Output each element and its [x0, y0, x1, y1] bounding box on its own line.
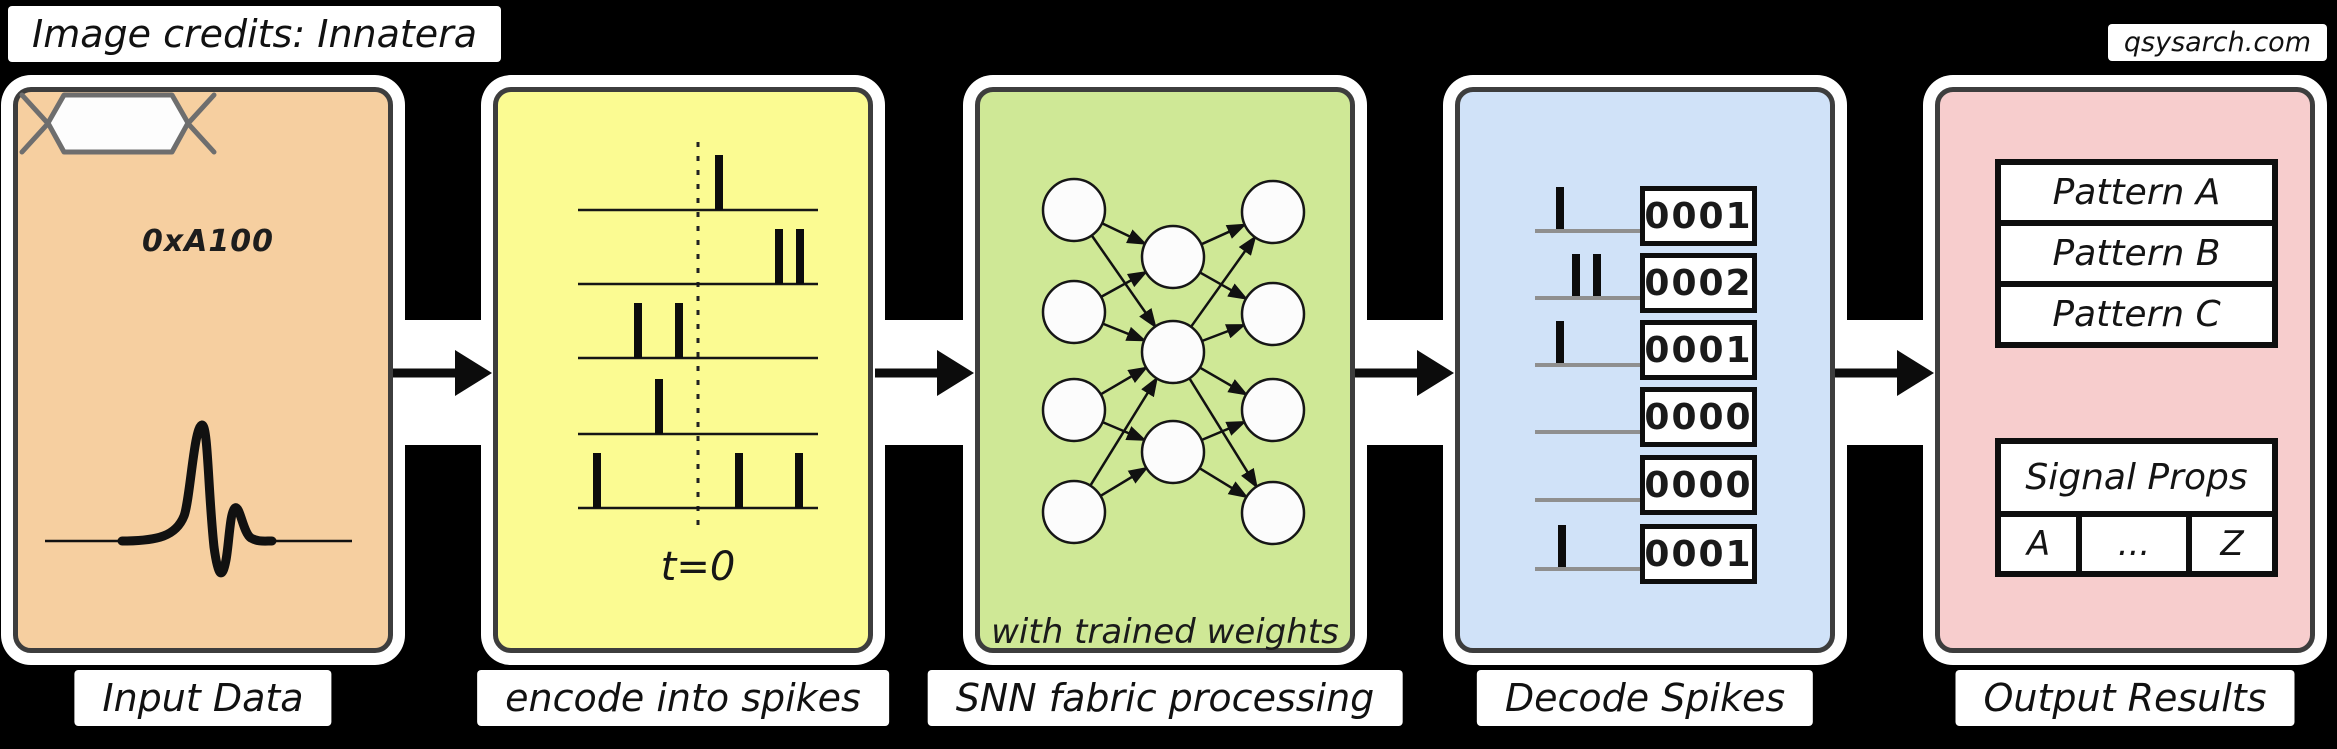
- caption-encode-spikes: encode into spikes: [477, 670, 889, 726]
- stage-input-data: 0xA100: [13, 87, 393, 653]
- t0-label: t=0: [660, 544, 736, 590]
- caption-output-results: Output Results: [1955, 670, 2295, 726]
- watermark-label: qsysarch.com: [2107, 24, 2327, 61]
- pattern-row: Pattern C: [1995, 281, 2278, 348]
- caption-snn-fabric: SNN fabric processing: [927, 670, 1403, 726]
- flow-arrow-icon: [1835, 320, 1935, 445]
- caption-input-data: Input Data: [74, 670, 332, 726]
- code-box: 0000: [1640, 387, 1757, 447]
- code-box: 0000: [1640, 455, 1757, 515]
- bus-signal-icon: [19, 92, 217, 155]
- signal-cell: ...: [2076, 511, 2192, 577]
- spike-rail: [1535, 244, 1640, 300]
- image-credits-label: Image credits: Innatera: [8, 6, 502, 62]
- signal-cell: A: [1995, 511, 2082, 577]
- code-box: 0002: [1640, 253, 1757, 313]
- stage-output-results: Pattern A Pattern B Pattern C Signal Pro…: [1935, 87, 2315, 653]
- spike-mark: [1556, 187, 1564, 229]
- spike-rail: [1535, 311, 1640, 367]
- spike-mark: [1558, 525, 1566, 567]
- pattern-row: Pattern B: [1995, 220, 2278, 287]
- spike-rail: [1535, 446, 1640, 502]
- code-box: 0001: [1640, 524, 1757, 584]
- spike-mark: [1572, 254, 1580, 296]
- pattern-table: Pattern A Pattern B Pattern C: [1995, 159, 2278, 348]
- flow-arrow-icon: [875, 320, 975, 445]
- stage-encode-into-spikes: t=0: [493, 87, 873, 653]
- stage-decode-spikes: 0001 0002 0001 0000 0000 0001: [1455, 87, 1835, 653]
- spike-rail: [1535, 515, 1640, 571]
- code-box: 0001: [1640, 320, 1757, 380]
- spike-rail: [1535, 177, 1640, 233]
- neural-network-icon: [1041, 177, 1306, 546]
- flow-arrow-icon: [1355, 320, 1455, 445]
- spike-waveform-icon: [45, 420, 352, 578]
- spike-train-plot: [578, 142, 818, 527]
- bus-value-text: 0xA100: [141, 224, 275, 259]
- spike-mark: [1593, 254, 1601, 296]
- signal-props-header: Signal Props: [1995, 438, 2278, 517]
- caption-decode-spikes: Decode Spikes: [1476, 670, 1814, 726]
- flow-arrow-icon: [393, 320, 493, 445]
- stage-snn-fabric: with trained weights: [975, 87, 1355, 653]
- signal-props-cells: A ... Z: [1995, 511, 2278, 577]
- trained-weights-note: with trained weights: [991, 612, 1339, 652]
- signal-cell: Z: [2186, 511, 2278, 577]
- code-box: 0001: [1640, 186, 1757, 246]
- spike-mark: [1556, 321, 1564, 363]
- pattern-row: Pattern A: [1995, 159, 2278, 226]
- signal-props-table: Signal Props A ... Z: [1995, 438, 2278, 577]
- spike-rail: [1535, 378, 1640, 434]
